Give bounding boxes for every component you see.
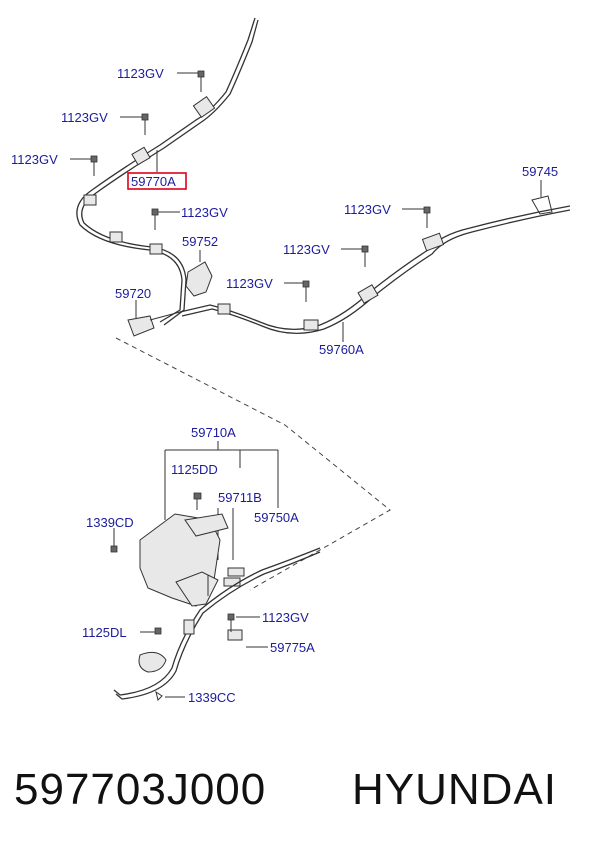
callout-1339cd: 1339CD [86,515,134,530]
bolt-icons [90,70,431,302]
leader-lines-lower [113,528,268,701]
equalizer-59720 [127,311,181,337]
part-number: 597703J000 [14,765,267,814]
callout-59752: 59752 [182,234,218,249]
callout-1123gv: 1123GV [226,276,273,291]
dashed-link [115,337,391,591]
cable-59760a [179,195,571,334]
callout-1123gv: 1123GV [283,242,330,257]
callout-59720: 59720 [115,286,151,301]
callout-1339cc: 1339CC [188,690,236,705]
callout-59750a: 59750A [254,510,299,525]
parking-brake-cable-diagram: 1123GV 1123GV 1123GV 59770A 59745 1123GV… [11,17,571,705]
brand-name: HYUNDAI [352,765,558,814]
cable-59770a [76,17,259,326]
callout-1125dl: 1125DL [82,625,127,640]
bracket-59752 [185,261,213,297]
callout-1123gv: 1123GV [344,202,391,217]
callout-59745: 59745 [522,164,558,179]
callout-59770a[interactable]: 59770A [131,174,176,189]
lever-assembly-59710a [110,441,279,607]
leader-lines-upper [70,72,542,342]
callout-1123gv: 1123GV [117,66,164,81]
callout-59760a: 59760A [319,342,364,357]
callout-1123gv: 1123GV [262,610,309,625]
callout-1123gv: 1123GV [181,205,228,220]
callout-1123gv: 1123GV [11,152,58,167]
footer: 597703J000 HYUNDAI [0,765,600,835]
callout-1123gv: 1123GV [61,110,108,125]
callout-59710a: 59710A [191,425,236,440]
cable-59750a [113,547,321,700]
callout-59775a: 59775A [270,640,315,655]
callout-59770a-highlight-box [127,172,187,190]
callout-1125dd: 1125DD [171,462,218,477]
callout-59711b: 59711B [218,490,262,505]
